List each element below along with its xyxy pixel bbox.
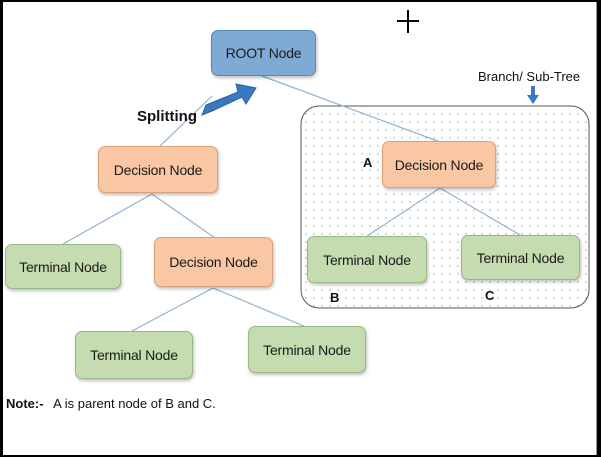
edge-decright-term3 xyxy=(212,287,307,328)
edge-root-decision-mid xyxy=(261,75,441,143)
marker-a: A xyxy=(363,155,373,170)
terminal-node-b: Terminal Node xyxy=(307,236,427,283)
terminal-node-2: Terminal Node xyxy=(75,331,193,379)
branch-subtree-label: Branch/ Sub-Tree xyxy=(478,69,581,84)
edge-decleft-decright xyxy=(151,193,216,239)
decision-node-left: Decision Node xyxy=(98,146,218,193)
terminal-node-c: Terminal Node xyxy=(461,235,580,280)
note-text: A is parent node of B and C. xyxy=(53,396,216,411)
root-node: ROOT Node xyxy=(211,30,316,76)
note-label: Note:- xyxy=(6,396,44,411)
edge-decright-term2 xyxy=(131,287,214,332)
branch-down-arrow xyxy=(527,86,539,104)
terminal-node-3: Terminal Node xyxy=(248,326,366,373)
splitting-arrow xyxy=(201,83,257,116)
marker-c: C xyxy=(485,288,495,303)
crosshair-cursor-icon xyxy=(397,10,419,33)
edge-decmid-termc xyxy=(439,187,521,236)
decision-node-right: Decision Node xyxy=(154,237,273,287)
marker-b: B xyxy=(330,290,340,305)
edge-decleft-term1 xyxy=(62,193,153,245)
note-line: Note:- A is parent node of B and C. xyxy=(6,396,216,411)
terminal-node-1: Terminal Node xyxy=(5,244,121,289)
edge-root-decision-left xyxy=(157,95,213,149)
splitting-label: Splitting xyxy=(137,108,197,125)
edge-decmid-termb xyxy=(366,187,441,237)
decision-node-mid: Decision Node xyxy=(382,141,496,188)
